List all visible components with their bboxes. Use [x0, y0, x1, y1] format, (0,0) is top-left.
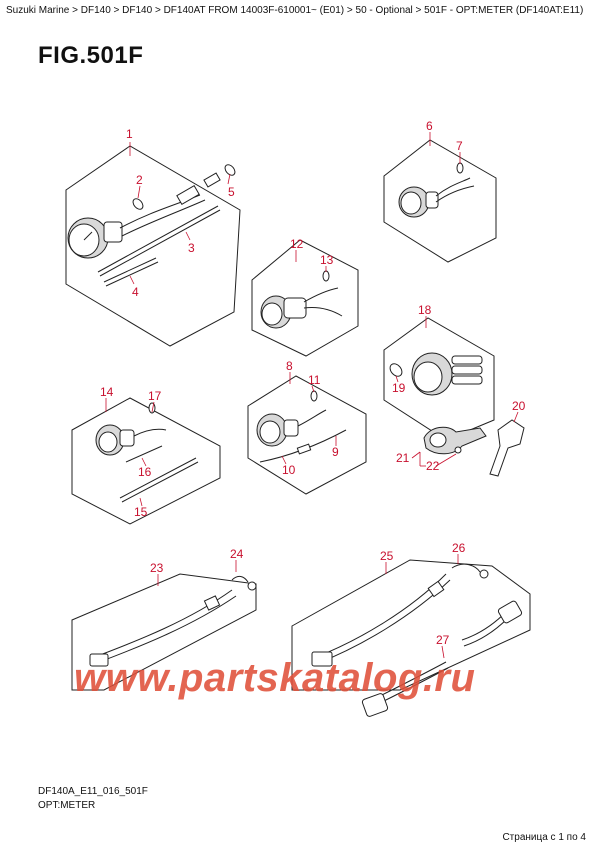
callout-14: 14 — [100, 385, 114, 399]
callout-15: 15 — [134, 505, 148, 519]
callout-11: 11 — [308, 373, 321, 387]
callout-8: 8 — [286, 359, 293, 373]
callout-5: 5 — [228, 185, 235, 199]
callout-3: 3 — [188, 241, 195, 255]
figure-title: FIG.501F — [38, 42, 144, 69]
callout-2: 2 — [136, 173, 143, 187]
page-info: Страница с 1 по 4 — [502, 832, 586, 843]
meter-gauge-1 — [67, 217, 123, 259]
breadcrumb[interactable]: Suzuki Marine > DF140 > DF140 > DF140AT … — [6, 5, 584, 16]
part-27-plug — [361, 661, 449, 717]
callout-1: 1 — [126, 127, 133, 141]
callout-12: 12 — [290, 237, 304, 251]
callout-19: 19 — [392, 381, 406, 395]
parts-group-25 — [291, 559, 531, 691]
parts-group-18 — [383, 317, 495, 441]
leader-lines — [105, 132, 519, 659]
watermark: www.partskatalog.ru — [74, 656, 476, 700]
callout-7: 7 — [456, 139, 463, 153]
callout-27: 27 — [436, 633, 450, 647]
callouts: 1 2 3 4 5 6 7 8 9 10 11 12 13 14 15 16 1… — [100, 119, 526, 647]
callout-13: 13 — [320, 253, 334, 267]
group-box-8 — [247, 375, 367, 495]
callout-21: 21 — [396, 451, 410, 465]
parts-group-12 — [251, 239, 359, 357]
callout-24: 24 — [230, 547, 244, 561]
callout-4: 4 — [132, 285, 139, 299]
callout-20: 20 — [512, 399, 526, 413]
parts-group-6 — [383, 139, 497, 263]
parts-group-8 — [247, 375, 367, 495]
group-box-25 — [291, 559, 531, 691]
callout-17: 17 — [148, 389, 162, 403]
callout-18: 18 — [418, 303, 432, 317]
callout-9: 9 — [332, 445, 339, 459]
parts-group-20-22 — [423, 419, 525, 477]
parts-group-14 — [71, 397, 221, 525]
callout-23: 23 — [150, 561, 164, 575]
parts-group-23 — [71, 573, 257, 691]
callout-16: 16 — [138, 465, 152, 479]
diagram-code: DF140A_E11_016_501F — [38, 786, 148, 797]
diagram-caption: OPT:METER — [38, 800, 96, 811]
callout-25: 25 — [380, 549, 394, 563]
callout-26: 26 — [452, 541, 466, 555]
callout-6: 6 — [426, 119, 433, 133]
callout-22: 22 — [426, 459, 440, 473]
callout-10: 10 — [282, 463, 296, 477]
parts-group-1 — [65, 145, 241, 347]
